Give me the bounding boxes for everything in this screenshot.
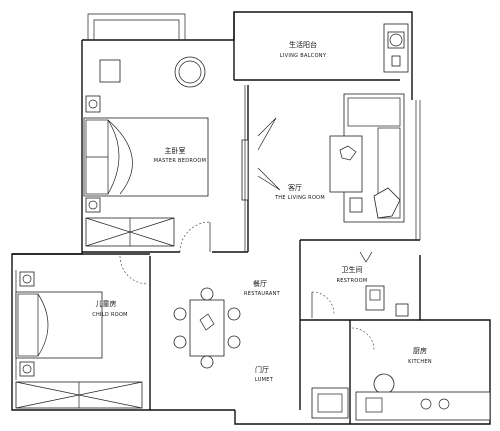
living-room-furniture <box>241 85 405 252</box>
living-room-label-zh: 客厅 <box>288 183 302 192</box>
restaurant-label-zh: 餐厅 <box>253 279 267 288</box>
restroom-label-zh: 卫生间 <box>342 265 363 274</box>
dining-table <box>173 287 241 369</box>
restroom-fixtures <box>311 251 409 318</box>
entrance-label-en: LUMET <box>255 377 274 383</box>
master-bedroom-label-zh: 主卧室 <box>165 146 186 155</box>
master-bedroom-label-en: MASTER BEDROOM <box>154 158 206 164</box>
child-room-label-zh: 儿童房 <box>96 299 117 308</box>
living-balcony-label-en: LIVING BALCONY <box>280 53 327 59</box>
restroom-label-en: RESTROOM <box>337 278 368 284</box>
living-balcony-label-zh: 生活阳台 <box>289 40 317 49</box>
child-room-label-en: CHILD ROOM <box>92 312 128 318</box>
entrance-label-zh: 门厅 <box>255 365 269 374</box>
living-room-label-en: THE LIVING ROOM <box>274 195 325 201</box>
child-room-furniture <box>15 255 149 409</box>
master-bedroom-furniture <box>83 56 211 253</box>
restaurant-label-en: RESTAURANT <box>244 291 281 297</box>
kitchen-label-en: KITCHEN <box>408 359 432 365</box>
walls <box>11 11 491 425</box>
living-balcony-fixtures <box>383 23 409 73</box>
kitchen-fixtures <box>311 327 491 421</box>
kitchen-label-zh: 厨房 <box>413 346 427 355</box>
